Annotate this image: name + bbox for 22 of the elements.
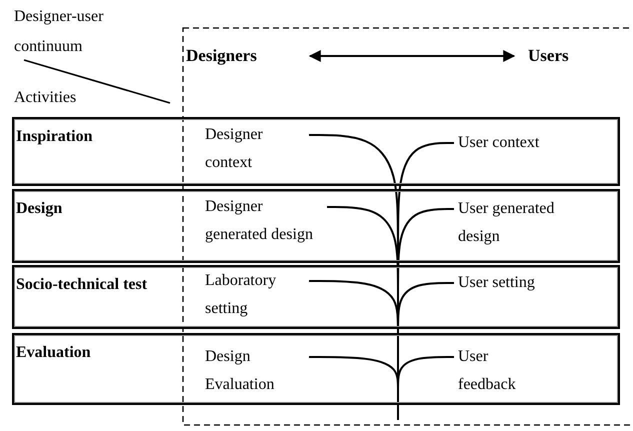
- branch-curve: [397, 356, 454, 420]
- activity-row-box: [12, 189, 620, 263]
- user-side-text: User context: [458, 129, 608, 157]
- row-axis-label: Activities: [14, 88, 78, 108]
- user-side-text: User setting: [458, 269, 608, 297]
- designer-side-text: Design Evaluation: [205, 343, 305, 399]
- user-side-text: User feedback: [458, 343, 528, 399]
- designer-side-text: Laboratory setting: [205, 267, 305, 323]
- column-heading: Users: [528, 42, 588, 70]
- activity-row-box: [12, 265, 620, 329]
- activity-row-box: [12, 117, 620, 186]
- double-headed-arrow: [308, 50, 516, 62]
- activity-name: Evaluation: [16, 343, 92, 363]
- activity-row-box: [12, 333, 620, 405]
- column-heading: Designers: [186, 42, 296, 70]
- activity-name: Inspiration: [16, 127, 94, 147]
- user-side-text: User generated design: [458, 195, 578, 251]
- designer-side-text: Designer context: [205, 121, 305, 177]
- designer-side-text: Designer generated design: [205, 193, 323, 249]
- activity-name: Socio-technical test: [16, 275, 148, 295]
- activity-name: Design: [16, 199, 64, 219]
- column-axis-label: Designer-user continuum: [14, 7, 104, 57]
